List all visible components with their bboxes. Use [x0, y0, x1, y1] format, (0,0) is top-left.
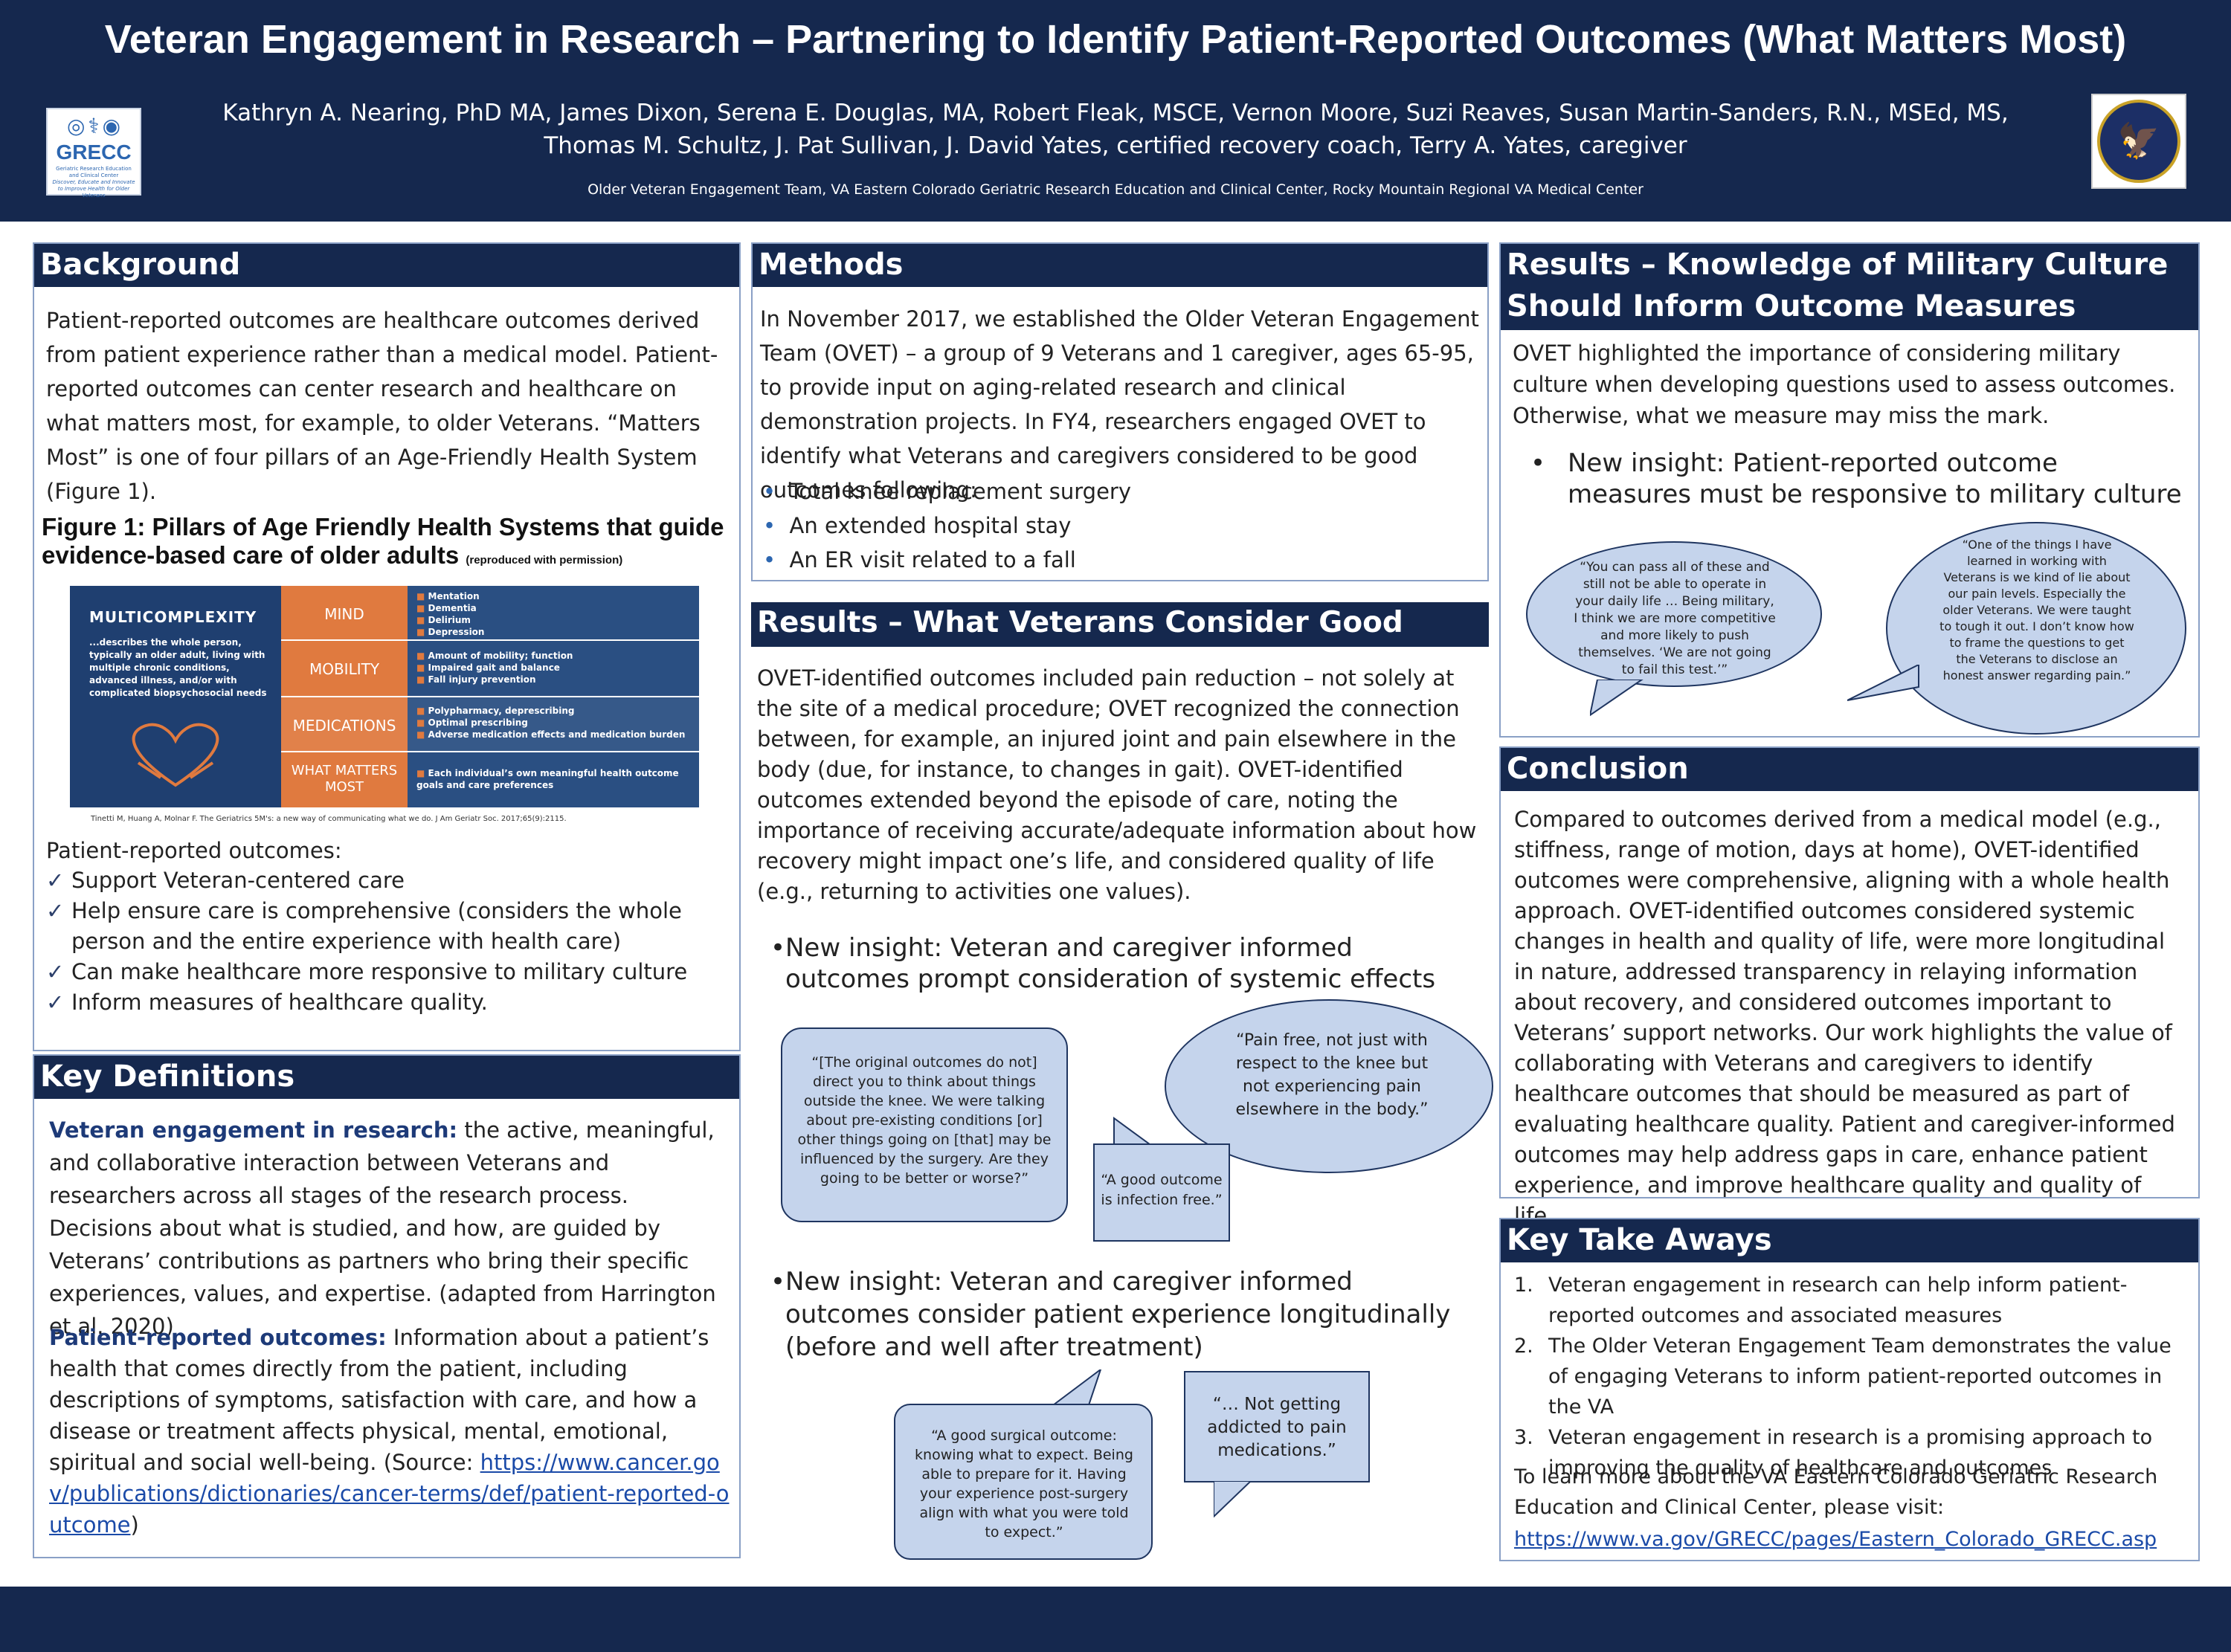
heart-hands-icon	[116, 711, 235, 793]
checkmark-icon: ✓	[46, 990, 65, 1015]
grecc-logo-sub: Geriatric Research Education and Clinica…	[52, 166, 135, 199]
results-good-outcomes-heading: Results – What Veterans Consider Good Ou…	[751, 602, 1489, 681]
pro-label: Patient-reported outcomes:	[46, 838, 342, 863]
checkmark-icon: ✓	[46, 959, 65, 984]
quote-tail	[1213, 1480, 1258, 1519]
checkmark-icon: ✓	[46, 868, 65, 893]
background-paragraph: Patient-reported outcomes are healthcare…	[46, 308, 718, 504]
authors: Kathryn A. Nearing, PhD MA, James Dixon,…	[222, 100, 2009, 159]
definition-engagement: Veteran engagement in research: the acti…	[49, 1117, 716, 1339]
multicomplexity-text: ...describes the whole person, typically…	[89, 637, 267, 698]
cancer-gov-link[interactable]: https://www.cancer.gov/publications/dict…	[49, 1450, 730, 1538]
learn-more-text: To learn more about the VA Eastern Color…	[1514, 1465, 2158, 1519]
insight-military-culture: •New insight: Patient-reported outcome m…	[1530, 448, 2182, 509]
multicomplexity-title: MULTICOMPLEXITY	[89, 608, 257, 626]
key-definitions-panel: Key Definitions Veteran engagement in re…	[33, 1054, 741, 1558]
methods-heading: Methods	[753, 244, 1487, 287]
quote-infection-free: “A good outcome is infection free.”	[1101, 1172, 1223, 1208]
methods-panel: Methods In November 2017, we established…	[751, 242, 1489, 581]
results-military-culture-heading: Results – Knowledge of Military Culture …	[1501, 244, 2198, 330]
conclusion-panel: Conclusion Compared to outcomes derived …	[1499, 746, 2200, 1228]
affiliation: Older Veteran Engagement Team, VA Easter…	[587, 181, 1644, 198]
key-takeaways-heading: Key Take Aways	[1501, 1219, 2198, 1262]
pillar-label: MOBILITY	[309, 660, 380, 678]
quote-tail	[1588, 679, 1649, 717]
quote-original-outcomes: “[The original outcomes do not] direct y…	[797, 1054, 1052, 1187]
results-good-outcomes-panel: Results – What Veterans Consider Good Ou…	[751, 602, 1493, 1561]
grecc-logo-name: GRECC	[56, 141, 132, 164]
figure-row-medications: MEDICATIONS ■ Polypharmacy, deprescribin…	[281, 697, 699, 752]
grecc-logo: ◎⚕◉ GRECC Geriatric Research Education a…	[46, 108, 141, 199]
quote-lie-about-pain: “One of the things I have learned in wor…	[1939, 538, 2134, 683]
quote-bubble	[781, 1027, 1068, 1222]
grecc-url-link[interactable]: https://www.va.gov/GRECC/pages/Eastern_C…	[1514, 1528, 2157, 1551]
figure-note: (reproduced with permission)	[466, 554, 623, 567]
quote-bubble	[894, 1404, 1153, 1560]
conclusion-heading: Conclusion	[1501, 748, 2198, 791]
pillar-label: WHAT MATTERS MOST	[291, 763, 398, 795]
results-good-outcomes-paragraph: OVET-identified outcomes included pain r…	[757, 665, 1477, 904]
results-military-culture-paragraph: OVET highlighted the importance of consi…	[1513, 341, 2176, 428]
key-definitions-heading: Key Definitions	[34, 1056, 739, 1099]
pillar-label: MIND	[324, 605, 364, 623]
pro-checklist: ✓Support Veteran-centered care ✓Help ens…	[46, 865, 730, 1018]
quote-pass-all: “You can pass all of these and still not…	[1574, 560, 1776, 677]
takeaways-list: 1.Veteran engagement in research can hel…	[1514, 1274, 2172, 1480]
poster-title: Veteran Engagement in Research – Partner…	[104, 17, 2127, 62]
figure-row-mind: MIND ■ Mentation ■ Dementia ■ Delirium ■…	[281, 586, 699, 641]
quote-bubble	[1886, 522, 2186, 735]
quote-tail	[1847, 663, 1922, 702]
grecc-emblem-icon: ◎⚕◉	[66, 114, 123, 138]
quote-surgical-outcome: “A good surgical outcome: knowing what t…	[915, 1427, 1133, 1540]
quote-not-addicted: “… Not getting addicted to pain medicati…	[1207, 1395, 1347, 1460]
poster-header: Veteran Engagement in Research – Partner…	[0, 0, 2231, 222]
quote-pain-free: “Pain free, not just with respect to the…	[1235, 1031, 1429, 1119]
eagle-icon: 🦅	[2117, 120, 2160, 161]
key-takeaways-panel: Key Take Aways 1.Veteran engagement in r…	[1499, 1218, 2200, 1561]
methods-bullets: • Total knee replacement surgery • An ex…	[763, 479, 1132, 572]
figure-title: Figure 1: Pillars of Age Friendly Health…	[42, 513, 724, 569]
checkmark-icon: ✓	[46, 898, 65, 923]
quote-tail	[1111, 1117, 1156, 1147]
background-heading: Background	[34, 244, 739, 287]
background-panel: Background Patient-reported outcomes are…	[33, 242, 741, 1051]
age-friendly-figure: MULTICOMPLEXITY ...describes the whole p…	[70, 586, 699, 807]
pillar-label: MEDICATIONS	[292, 717, 396, 735]
quote-bubble	[1184, 1371, 1370, 1482]
quote-bubble	[1526, 541, 1822, 687]
quote-bubble	[1093, 1143, 1230, 1242]
definition-pro: Patient-reported outcomes: Information a…	[49, 1325, 730, 1538]
insight-systemic: •New insight: Veteran and caregiver info…	[770, 933, 1436, 994]
methods-paragraph: In November 2017, we established the Old…	[760, 306, 1479, 503]
insight-longitudinal: •New insight: Veteran and caregiver info…	[770, 1267, 1451, 1362]
figure-row-mobility: MOBILITY ■ Amount of mobility; function …	[281, 641, 699, 697]
poster-footer	[0, 1587, 2231, 1652]
conclusion-paragraph: Compared to outcomes derived from a medi…	[1514, 807, 2175, 1228]
figure-citation: Tinetti M, Huang A, Molnar F. The Geriat…	[91, 815, 567, 823]
figure-row-what-matters: WHAT MATTERS MOST ■ Each individual’s ow…	[281, 752, 699, 807]
results-military-culture-panel: Results – Knowledge of Military Culture …	[1499, 242, 2200, 738]
va-seal-logo: 🦅	[2091, 94, 2186, 189]
